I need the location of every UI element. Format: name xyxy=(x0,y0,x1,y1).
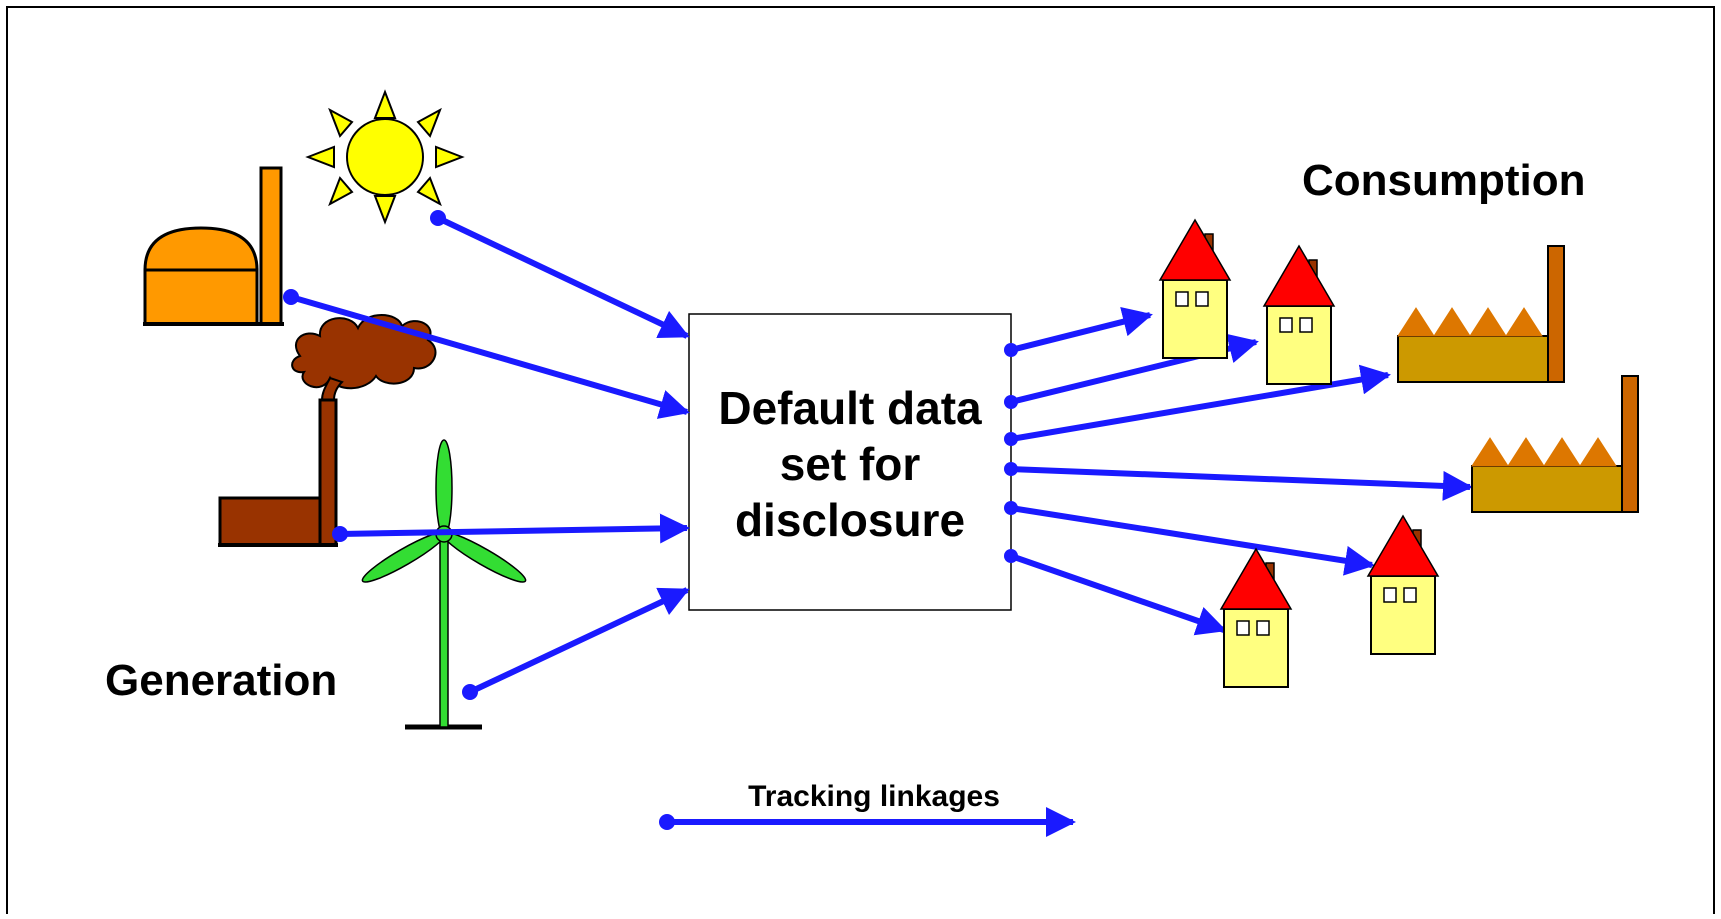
tracking-arrow xyxy=(332,513,690,544)
center-box-line-3: disclosure xyxy=(735,494,965,546)
house-icon xyxy=(1158,218,1232,359)
center-box-line-2: set for xyxy=(780,438,921,490)
tracking-arrow xyxy=(462,587,690,700)
factory-icon xyxy=(1471,375,1639,513)
tracking-arrow xyxy=(1004,462,1473,501)
center-box-line-1: Default data xyxy=(718,382,982,434)
consumption-label: Consumption xyxy=(1302,156,1586,205)
outer-border xyxy=(6,6,1715,919)
biogas-plant-icon xyxy=(143,166,284,326)
house-icon xyxy=(1219,547,1293,688)
default-data-set-box xyxy=(688,313,1012,611)
outbound-linkages xyxy=(1004,307,1473,636)
tracking-arrow xyxy=(430,210,690,339)
wind-turbine-icon xyxy=(361,439,527,730)
legend-label: Tracking linkages xyxy=(748,780,1000,813)
factory-icon xyxy=(1397,245,1565,383)
fossil-power-plant-icon xyxy=(218,314,437,547)
tracking-arrow xyxy=(1004,364,1391,446)
tracking-arrow xyxy=(1004,307,1153,357)
house-icon xyxy=(1366,514,1440,655)
tracking-arrow xyxy=(1004,549,1227,636)
house-icon xyxy=(1262,244,1336,385)
generation-label: Generation xyxy=(105,656,337,705)
sun-icon xyxy=(305,89,465,225)
tracking-arrow xyxy=(283,289,690,419)
legend-arrow xyxy=(659,807,1076,837)
smoke-icon xyxy=(291,314,437,401)
tracking-arrow xyxy=(1004,501,1375,576)
legend: Tracking linkages xyxy=(659,780,1076,837)
inbound-linkages xyxy=(283,210,690,700)
